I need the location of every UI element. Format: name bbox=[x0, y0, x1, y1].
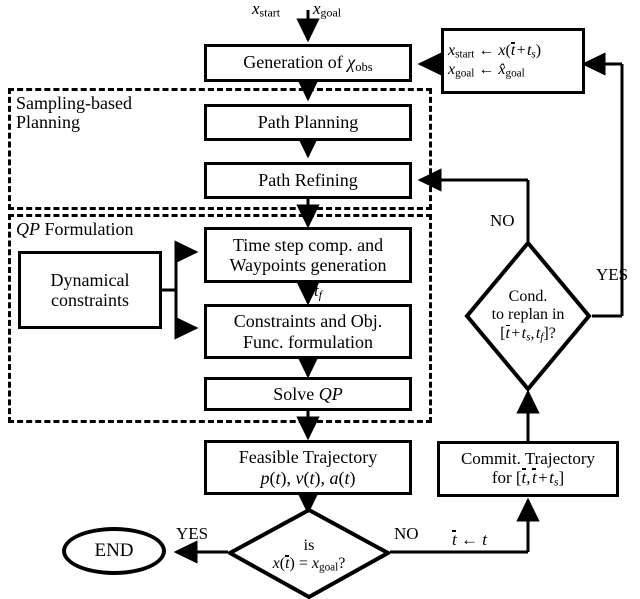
node-feasible-trajectory[interactable]: Feasible Trajectory p(t), v(t), a(t) bbox=[204, 440, 412, 495]
input-label-x-goal: xgoal bbox=[313, 0, 342, 20]
group-sampling-based-planning bbox=[8, 88, 432, 210]
input-label-x-start: xstart bbox=[252, 0, 281, 20]
node-solve-qp-label: Solve QP bbox=[273, 383, 343, 404]
node-path-refining[interactable]: Path Refining bbox=[204, 162, 412, 199]
node-constraints-objective-label: Constraints and Obj.Func. formulation bbox=[233, 311, 383, 352]
node-path-refining-label: Path Refining bbox=[258, 170, 358, 191]
node-generation-of-chi-obs[interactable]: Generation of χobs bbox=[204, 44, 412, 82]
edge-label-replan-yes: YES bbox=[596, 265, 629, 284]
node-solve-qp[interactable]: Solve QP bbox=[204, 377, 412, 411]
decision-goal-reached-label: is x(t) = xgoal? bbox=[272, 536, 346, 574]
group-qp-formulation bbox=[8, 214, 432, 423]
decision-cond-to-replan-label: Cond.to replan in [t + ts, tf]? bbox=[491, 287, 565, 344]
edge-label-goal-yes: YES bbox=[176, 524, 209, 543]
node-feasible-trajectory-label: Feasible Trajectory p(t), v(t), a(t) bbox=[238, 447, 378, 488]
edge-label-goal-no: NO bbox=[394, 524, 419, 543]
group-label-qp-formulation: QP Formulation bbox=[16, 219, 134, 239]
decision-goal-reached[interactable]: is x(t) = xgoal? bbox=[228, 508, 390, 599]
node-end-label: END bbox=[94, 540, 134, 562]
edge-label-t-final: tf bbox=[314, 281, 323, 302]
node-generation-label: Generation of χobs bbox=[243, 52, 373, 74]
edge-label-t-update: t ← t bbox=[452, 530, 487, 549]
node-update-start-goal-label: xstart ← x(t + ts) xgoal ← x̂goal bbox=[448, 42, 542, 80]
node-constraints-objective[interactable]: Constraints and Obj.Func. formulation bbox=[204, 304, 412, 359]
node-end[interactable]: END bbox=[62, 527, 166, 575]
node-path-planning-label: Path Planning bbox=[257, 112, 359, 133]
node-commit-trajectory-label: Commit. Trajectory for [t, t + ts] bbox=[460, 449, 596, 489]
node-commit-trajectory[interactable]: Commit. Trajectory for [t, t + ts] bbox=[437, 441, 619, 497]
node-path-planning[interactable]: Path Planning bbox=[204, 104, 412, 141]
decision-cond-to-replan[interactable]: Cond.to replan in [t + ts, tf]? bbox=[464, 240, 592, 392]
edge-label-replan-no: NO bbox=[490, 211, 515, 230]
node-update-start-goal[interactable]: xstart ← x(t + ts) xgoal ← x̂goal bbox=[441, 28, 585, 94]
group-label-sampling-based-planning: Sampling-based Planning bbox=[16, 93, 132, 132]
